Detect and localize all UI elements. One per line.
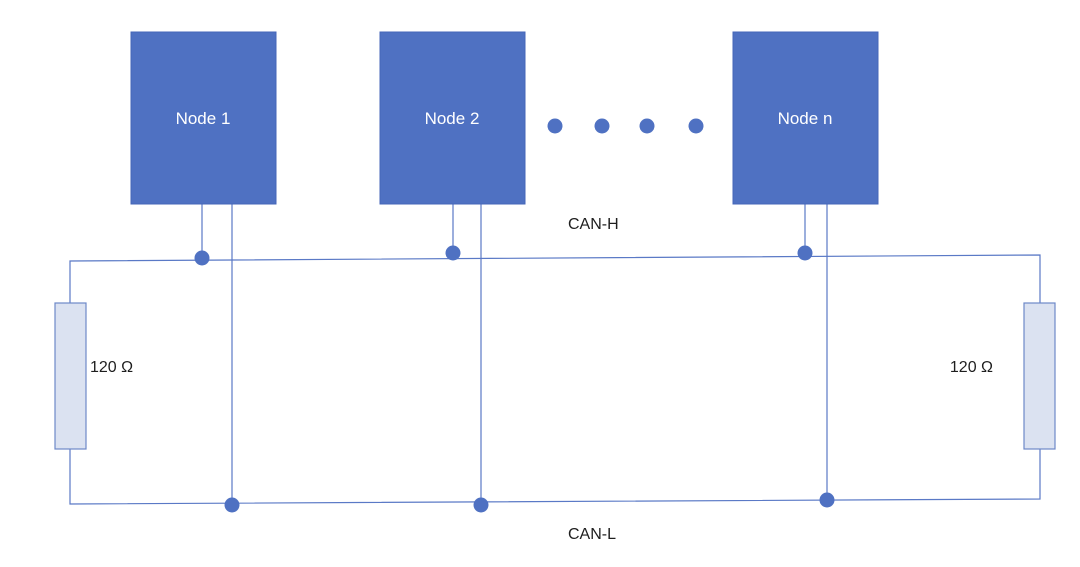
node-1-box — [130, 31, 277, 205]
can-h-label: CAN-H — [568, 216, 619, 233]
node-1-label: Node 1 — [176, 109, 231, 128]
node-2-can-l-junction — [473, 497, 489, 513]
node-1-can-h-junction — [194, 250, 210, 266]
left-termination-resistor — [54, 302, 87, 450]
right-termination-resistor — [1023, 302, 1056, 450]
node-n-label: Node n — [778, 109, 833, 128]
node-1: Node 1 — [130, 31, 277, 205]
ellipsis-dots — [547, 118, 704, 134]
node-n-can-l-junction — [819, 492, 835, 508]
left-resistor-label: 120 Ω — [90, 359, 133, 376]
can-l-label: CAN-L — [568, 526, 616, 543]
right-resistor-label: 120 Ω — [950, 359, 993, 376]
node-n: Node n — [732, 31, 879, 205]
can-l-bus-line — [69, 449, 1041, 505]
node-2-box — [379, 31, 526, 205]
ellipsis-dot — [688, 118, 704, 134]
node-2: Node 2 — [379, 31, 526, 205]
node-2-can-h-junction — [445, 245, 461, 261]
node-n-can-h-junction — [797, 245, 813, 261]
node-n-box — [732, 31, 879, 205]
node-2-label: Node 2 — [425, 109, 480, 128]
ellipsis-dot — [594, 118, 610, 134]
ellipsis-dot — [639, 118, 655, 134]
ellipsis-dot — [547, 118, 563, 134]
node-1-can-l-junction — [224, 497, 240, 513]
can-h-bus-line — [69, 254, 1041, 303]
